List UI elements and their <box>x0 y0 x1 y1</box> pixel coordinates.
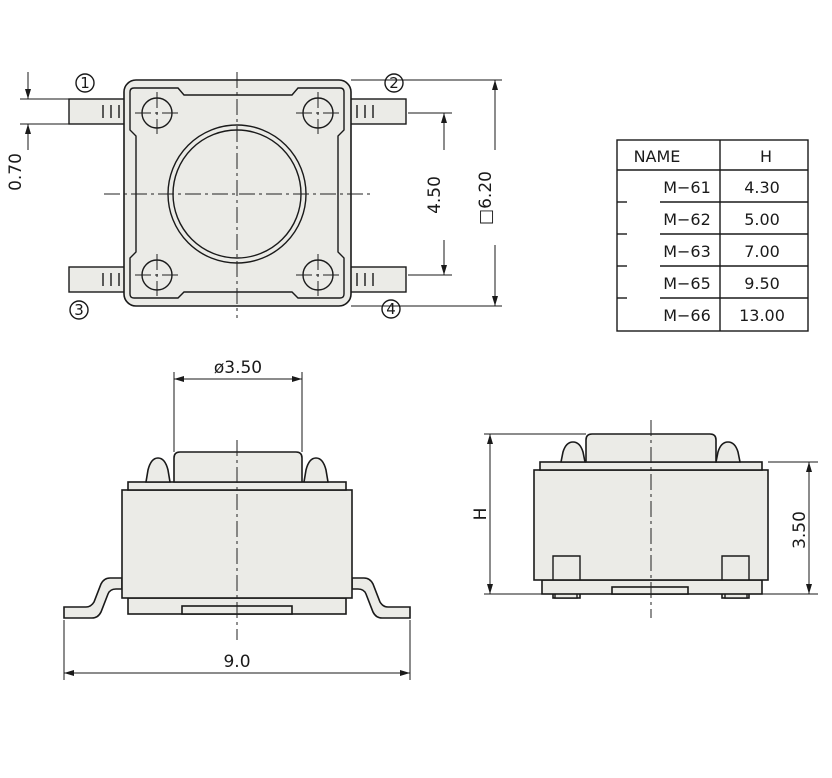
dim-width-text: 9.0 <box>223 652 250 672</box>
pin-2-label: 2 <box>384 73 404 93</box>
svg-text:1: 1 <box>80 74 90 92</box>
side-leg-slots <box>552 555 750 580</box>
height-table: NAME H M−61 4.30 M−62 5.00 M−63 7.00 M−6… <box>616 139 809 332</box>
front-right-lead <box>351 577 411 619</box>
dim-body-height: 3.50 <box>762 461 818 595</box>
table-header-name: NAME <box>634 147 681 166</box>
dim-pitch: 4.50 <box>408 112 452 276</box>
pin-3-label: 3 <box>69 300 89 320</box>
dim-button-dia: ø3.50 <box>173 358 303 452</box>
dim-pitch-text: 4.50 <box>425 176 445 214</box>
top-view: 1 2 3 4 0.70 4.50 <box>6 72 502 320</box>
table-row-name: M−63 <box>663 242 711 261</box>
front-right-bump <box>303 457 329 483</box>
pin-1-lead <box>68 98 130 125</box>
front-left-lead <box>63 577 123 619</box>
pin-4-lead <box>345 266 407 293</box>
svg-text:2: 2 <box>389 74 399 92</box>
top-centerlines <box>104 72 372 318</box>
dim-button-dia-text: ø3.50 <box>214 358 262 378</box>
table-row-h: 7.00 <box>744 242 780 261</box>
side-right-bump <box>715 441 741 463</box>
dim-size: □6.20 <box>351 79 502 307</box>
table-row-name: M−66 <box>663 306 711 325</box>
side-base-slot <box>611 586 689 595</box>
lead-ticks <box>102 105 374 286</box>
side-left-bump <box>560 441 586 463</box>
pin-3-lead <box>68 266 130 293</box>
top-body-inner <box>129 87 345 299</box>
table-header-h: H <box>760 147 772 166</box>
front-view: ø3.50 9.0 <box>63 358 411 680</box>
table-row-name: M−61 <box>663 178 711 197</box>
table-row-h: 5.00 <box>744 210 780 229</box>
table-row-name: M−65 <box>663 274 711 293</box>
side-view: H 3.50 <box>471 420 818 618</box>
table-row-h: 9.50 <box>744 274 780 293</box>
front-actuator <box>173 451 303 483</box>
table-row-h: 13.00 <box>739 306 785 325</box>
pin-1-label: 1 <box>75 73 95 93</box>
front-left-bump <box>145 457 171 483</box>
dim-body-height-text: 3.50 <box>790 511 810 549</box>
pin-2-lead <box>345 98 407 125</box>
dim-size-text: □6.20 <box>476 171 496 225</box>
pin-4-label: 4 <box>381 299 401 319</box>
dim-width: 9.0 <box>63 620 411 680</box>
dim-height-text: H <box>471 508 491 521</box>
table-row-h: 4.30 <box>744 178 780 197</box>
svg-text:4: 4 <box>386 300 396 318</box>
dim-pin-width-text: 0.70 <box>6 153 26 191</box>
dim-height: H <box>471 433 586 595</box>
dim-pin-width: 0.70 <box>6 72 69 191</box>
table-row-name: M−62 <box>663 210 711 229</box>
svg-text:3: 3 <box>74 301 84 319</box>
